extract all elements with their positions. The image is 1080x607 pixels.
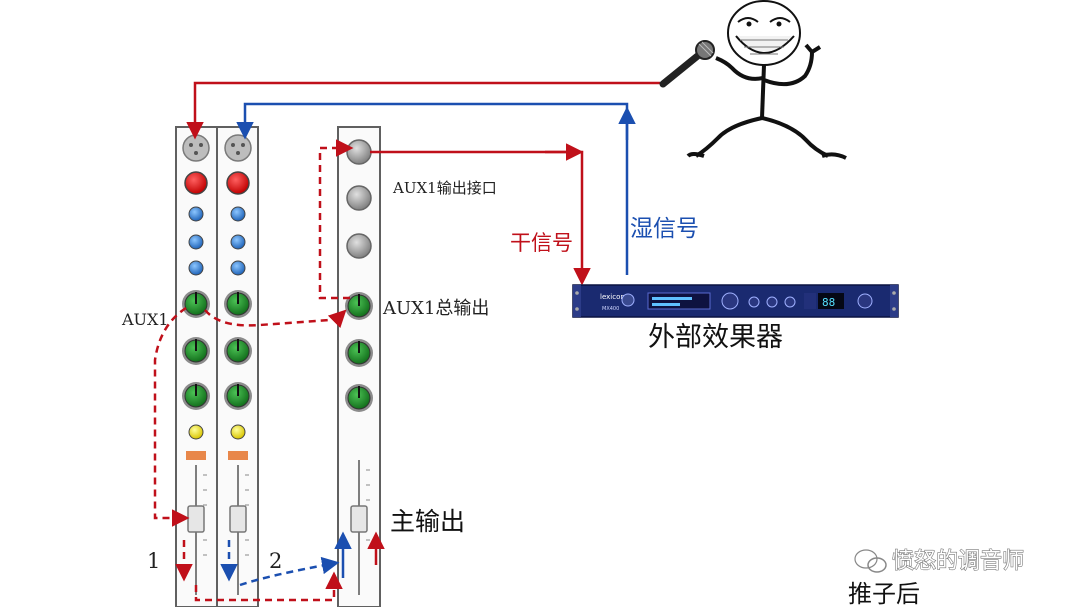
aux-knob[interactable] — [182, 337, 210, 365]
master-knob[interactable] — [345, 384, 373, 412]
channel-strip-1 — [175, 126, 218, 607]
watermark-text: 愤怒的调音师 — [892, 549, 1024, 574]
gain-knob[interactable] — [226, 171, 250, 195]
ch1-to-main-route — [194, 571, 343, 602]
eq-knob-high[interactable] — [188, 206, 204, 222]
eq-knob-mid[interactable] — [188, 234, 204, 250]
eq-knob-mid[interactable] — [230, 234, 246, 250]
xlr-input-icon — [182, 134, 210, 162]
aux1-bus-route — [204, 309, 347, 329]
singer-figure — [686, 0, 847, 160]
device-brand: lexicon — [600, 293, 625, 301]
channel-strip-2 — [216, 126, 259, 607]
aux1-master-label: AUX1总输出 — [382, 298, 489, 319]
mic-to-channel-line — [186, 81, 660, 140]
wechat-icon — [853, 548, 887, 573]
aux-knob[interactable] — [224, 337, 252, 365]
output-jack[interactable] — [346, 233, 372, 259]
aux1-send-knob[interactable] — [224, 290, 252, 318]
aux1-internal-route — [318, 139, 354, 300]
pan-knob[interactable] — [182, 382, 210, 410]
channel-fader[interactable] — [229, 505, 247, 533]
led-display — [818, 293, 844, 309]
microphone-icon — [659, 40, 715, 88]
wet-return-line — [236, 102, 629, 275]
post-fader-label: 推子后 — [848, 580, 920, 607]
main-out-label: 主输出 — [390, 507, 465, 536]
peak-led — [188, 424, 204, 440]
master-knob[interactable] — [345, 339, 373, 367]
aux1-send-route — [153, 306, 190, 527]
program-knob[interactable] — [721, 292, 739, 310]
master-strip — [337, 126, 381, 607]
eq-knob-high[interactable] — [230, 206, 246, 222]
channel-1-number: 1 — [147, 549, 160, 573]
eq-knob-low[interactable] — [230, 260, 246, 276]
output-knob[interactable] — [857, 293, 873, 309]
aux1-master-knob[interactable] — [345, 292, 373, 320]
pan-knob[interactable] — [224, 382, 252, 410]
gain-knob[interactable] — [184, 171, 208, 195]
ch2-to-main-route — [239, 556, 340, 587]
peak-led — [230, 424, 246, 440]
troll-face-icon — [727, 0, 801, 66]
adjust-knob[interactable] — [766, 296, 778, 308]
aux1-send-label: AUX1 — [121, 310, 169, 329]
dry-signal-label: 干信号 — [510, 231, 573, 255]
adjust-knob[interactable] — [784, 296, 796, 308]
mute-button[interactable] — [186, 451, 206, 460]
adjust-knob[interactable] — [748, 296, 760, 308]
lcd-display — [647, 292, 711, 310]
wet-signal-label: 湿信号 — [630, 216, 699, 242]
external-effects-label: 外部效果器 — [648, 322, 783, 353]
aux1-output-port-label: AUX1输出接口 — [392, 179, 497, 197]
external-effects-unit: lexicon MX400 88 — [572, 284, 899, 318]
eq-knob-low[interactable] — [188, 260, 204, 276]
xlr-input-icon — [224, 134, 252, 162]
device-model: MX400 — [602, 306, 619, 312]
aux1-send-knob[interactable] — [182, 290, 210, 318]
input-knob[interactable] — [621, 293, 635, 307]
watermark: 愤怒的调音师 — [853, 548, 1025, 575]
channel-fader[interactable] — [187, 505, 205, 533]
master-fader[interactable] — [350, 505, 368, 533]
mute-button[interactable] — [228, 451, 248, 460]
dry-send-line — [370, 150, 591, 286]
led-readout: 88 — [822, 296, 835, 309]
output-jack[interactable] — [346, 185, 372, 211]
channel-2-number: 2 — [269, 549, 282, 573]
aux1-output-jack[interactable] — [346, 139, 372, 165]
